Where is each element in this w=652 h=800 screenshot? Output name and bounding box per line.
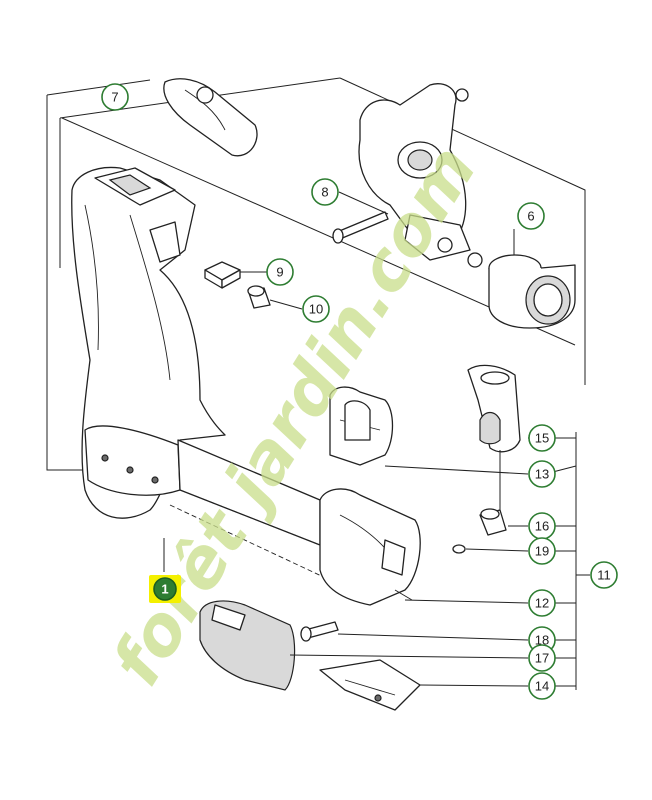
screw-8 xyxy=(332,211,389,244)
callout-9[interactable]: 9 xyxy=(266,258,294,286)
svg-text:18: 18 xyxy=(535,633,549,648)
screw-18 xyxy=(300,621,339,642)
callout-13[interactable]: 13 xyxy=(528,460,556,488)
callout-1[interactable]: 1 xyxy=(153,577,177,601)
svg-text:13: 13 xyxy=(535,467,549,482)
callout-15[interactable]: 15 xyxy=(528,424,556,452)
callout-12[interactable]: 12 xyxy=(528,589,556,617)
bracket-13 xyxy=(329,386,394,466)
svg-text:11: 11 xyxy=(597,568,611,583)
callout-6[interactable]: 6 xyxy=(517,202,545,230)
switch-14 xyxy=(319,659,421,711)
svg-text:16: 16 xyxy=(535,519,549,534)
svg-text:17: 17 xyxy=(535,651,549,666)
callout-14[interactable]: 14 xyxy=(528,672,556,700)
svg-text:7: 7 xyxy=(111,90,118,105)
callouts: 7 8 6 9 10 15 13 16 19 11 1 12 18 17 14 xyxy=(101,83,618,700)
cover-17 xyxy=(199,600,296,691)
washer-19 xyxy=(452,544,466,554)
bracket-12 xyxy=(319,488,421,606)
svg-text:15: 15 xyxy=(535,431,549,446)
clamp-assembly xyxy=(163,78,483,268)
svg-text:8: 8 xyxy=(321,185,328,200)
nut-9 xyxy=(204,261,241,289)
callout-10[interactable]: 10 xyxy=(302,295,330,323)
callout-16[interactable]: 16 xyxy=(528,512,556,540)
callout-19[interactable]: 19 xyxy=(528,537,556,565)
coupling-part xyxy=(488,254,576,329)
callout-8[interactable]: 8 xyxy=(311,178,339,206)
svg-text:19: 19 xyxy=(535,544,549,559)
svg-text:6: 6 xyxy=(527,209,534,224)
svg-text:14: 14 xyxy=(535,679,549,694)
pin-16 xyxy=(479,508,507,536)
svg-text:10: 10 xyxy=(309,302,323,317)
callout-17[interactable]: 17 xyxy=(528,644,556,672)
callout-11[interactable]: 11 xyxy=(590,561,618,589)
svg-text:12: 12 xyxy=(535,596,549,611)
svg-text:1: 1 xyxy=(161,582,168,597)
trigger-15 xyxy=(467,364,521,453)
spacer-10 xyxy=(247,285,271,309)
handle-housing-1 xyxy=(71,166,226,519)
callout-7[interactable]: 7 xyxy=(101,83,129,111)
svg-text:9: 9 xyxy=(276,265,283,280)
